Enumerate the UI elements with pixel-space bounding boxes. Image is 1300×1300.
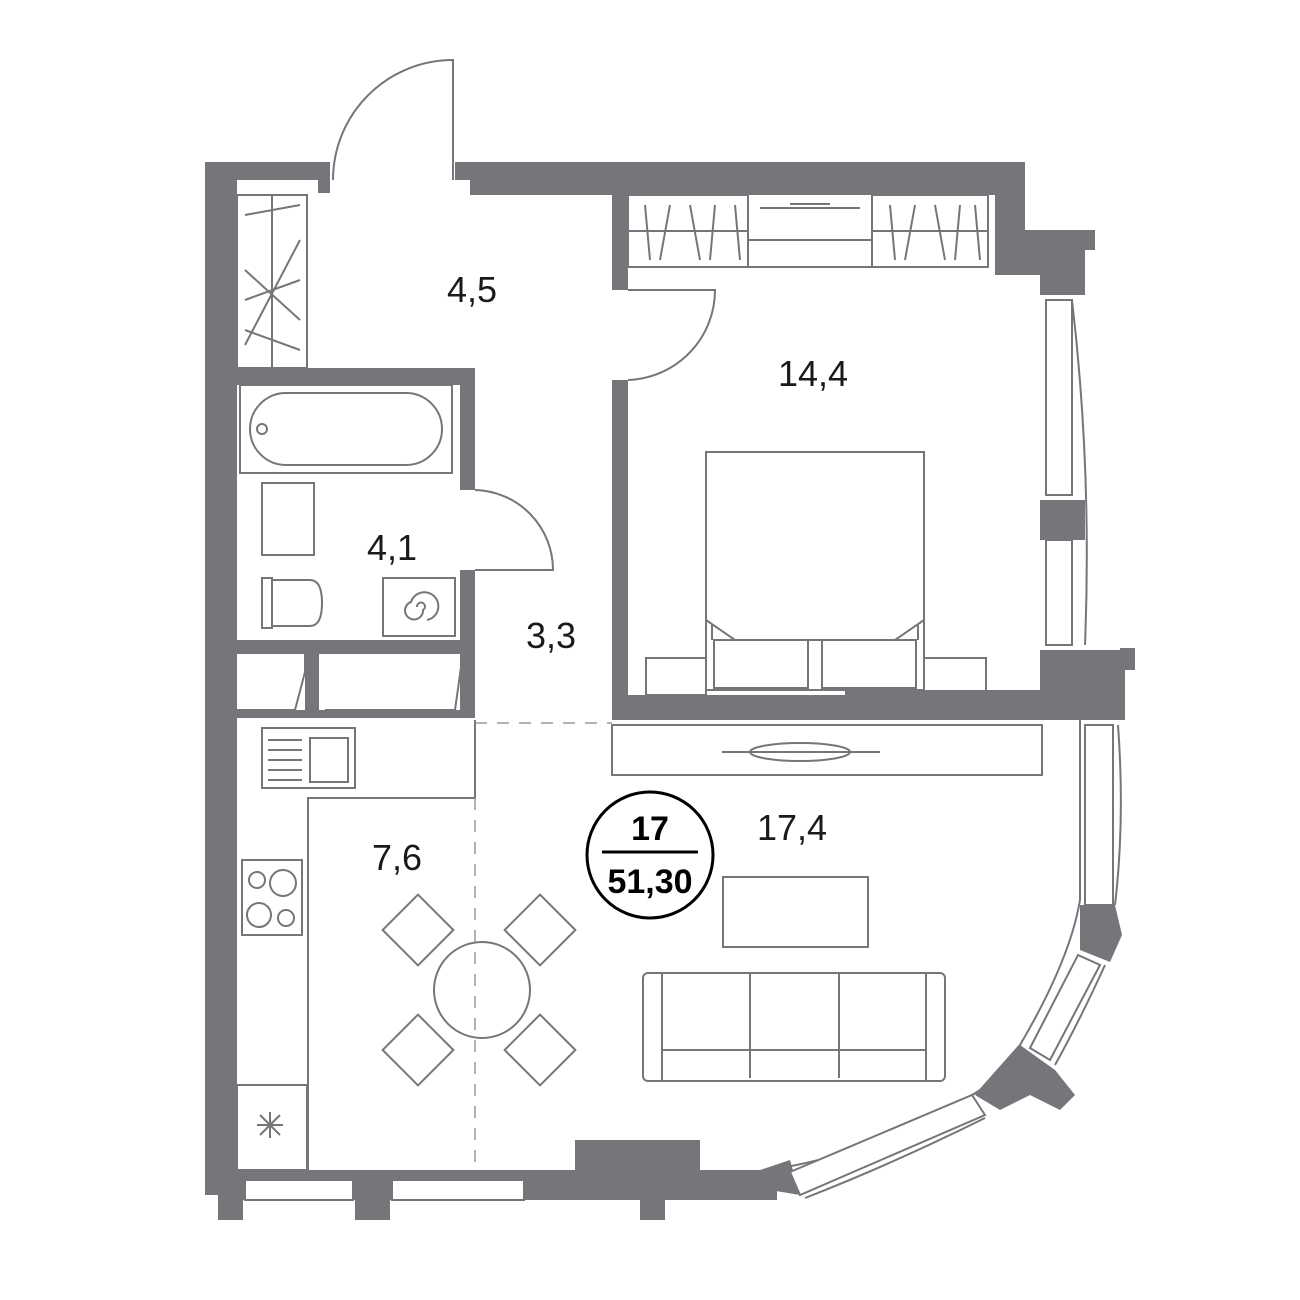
bed bbox=[645, 451, 987, 696]
area-label-kitchen: 7,6 bbox=[372, 837, 422, 878]
dining-set bbox=[381, 893, 577, 1087]
apartment-number: 17 bbox=[631, 810, 669, 848]
wardrobe-hallway bbox=[236, 194, 308, 369]
tv-stand bbox=[611, 724, 1043, 776]
washing-machine bbox=[382, 577, 456, 637]
kitchen-counter bbox=[236, 720, 476, 1171]
zone-dividers bbox=[474, 722, 612, 1170]
walls bbox=[205, 162, 1135, 1220]
bathtub bbox=[239, 384, 453, 474]
area-label-hallway: 4,5 bbox=[447, 269, 497, 310]
coffee-table bbox=[722, 876, 869, 948]
area-label-corridor: 3,3 bbox=[526, 615, 576, 656]
toilet bbox=[261, 577, 324, 629]
total-area: 51,30 bbox=[607, 863, 692, 901]
apartment-badge: 17 51,30 bbox=[585, 790, 715, 920]
wardrobe-bedroom bbox=[627, 194, 989, 268]
area-label-bathroom: 4,1 bbox=[367, 527, 417, 568]
area-label-living-room: 17,4 bbox=[757, 807, 827, 848]
bathroom-sink bbox=[261, 482, 315, 556]
sofa bbox=[642, 972, 946, 1082]
storage-units bbox=[237, 654, 463, 711]
doors bbox=[332, 58, 717, 571]
area-label-bedroom: 14,4 bbox=[778, 353, 848, 394]
windows bbox=[244, 299, 1122, 1201]
